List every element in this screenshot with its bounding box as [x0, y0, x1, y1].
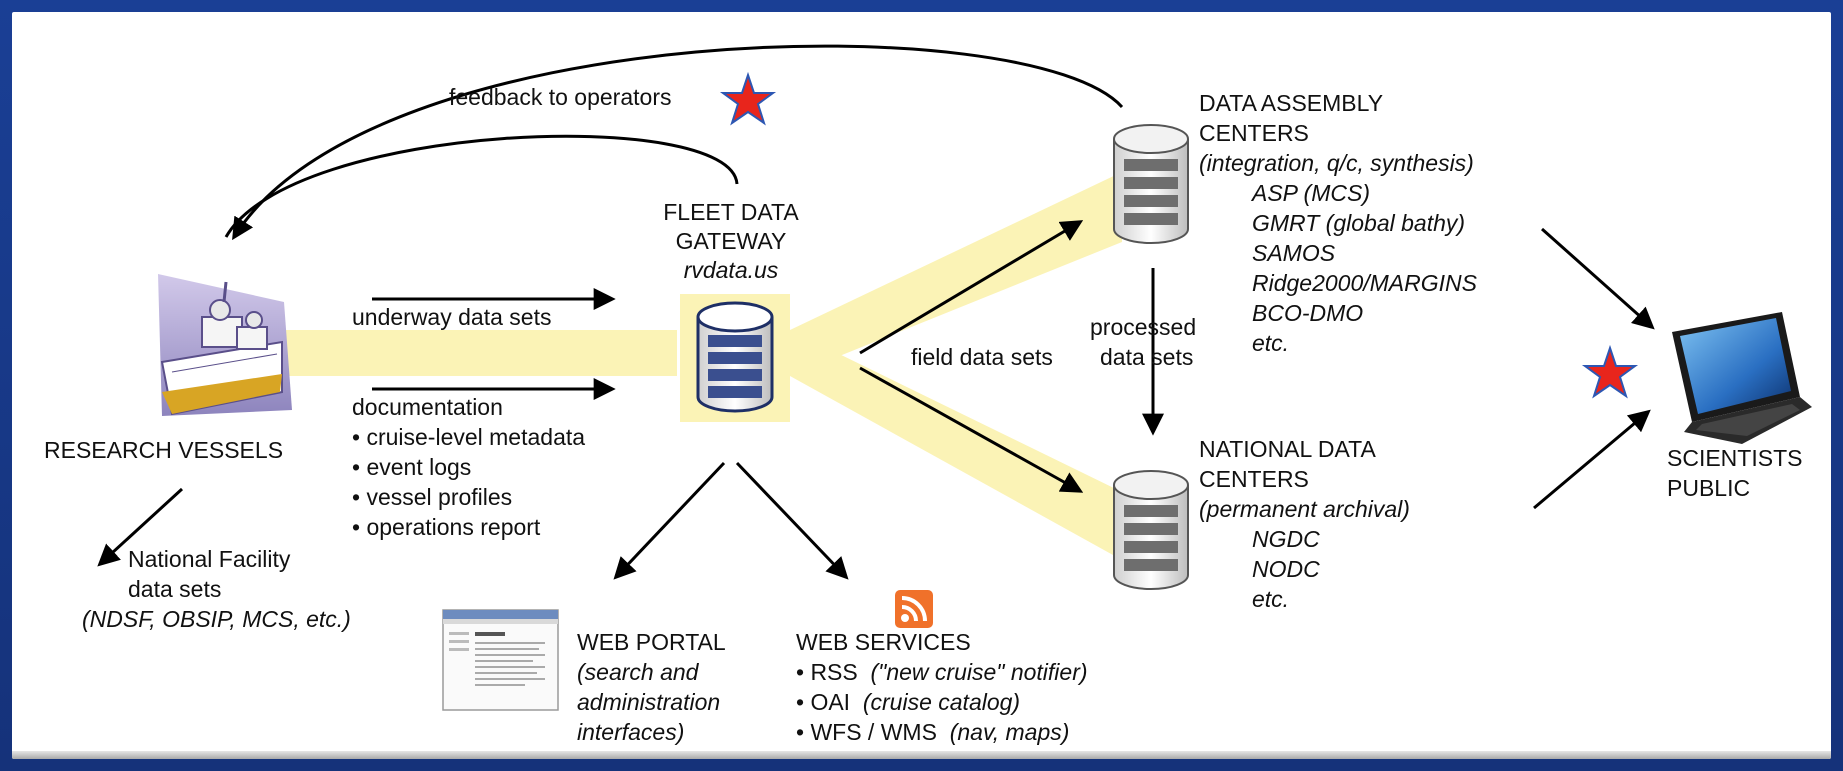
services-title: WEB SERVICES	[796, 629, 971, 655]
dac-subtitle: (integration, q/c, synthesis)	[1199, 150, 1474, 176]
services-item-desc: (nav, maps)	[949, 719, 1070, 745]
portal-line2: administration	[577, 689, 721, 715]
portal-line1: (search and	[577, 659, 699, 685]
facility-block: National Facility data sets (NDSF, OBSIP…	[82, 544, 351, 634]
dac-title-2: CENTERS	[1199, 120, 1309, 146]
documentation-item: • vessel profiles	[352, 484, 513, 510]
facility-line1: National Facility	[128, 546, 291, 572]
dac-block: DATA ASSEMBLY CENTERS (integration, q/c,…	[1199, 88, 1477, 358]
dac-item: ASP (MCS)	[1252, 180, 1370, 206]
services-item: • RSS ("new cruise" notifier)	[796, 657, 1088, 687]
documentation-item: • event logs	[352, 454, 472, 480]
database-icon	[1113, 470, 1189, 590]
facility-line2: data sets	[128, 576, 222, 602]
rss-icon	[895, 590, 933, 628]
feedback-arrow-inner	[224, 134, 739, 238]
database-icon	[696, 301, 774, 413]
dac-to-scientists-arrow	[1541, 227, 1655, 330]
dac-item: etc.	[1252, 330, 1290, 356]
laptop-icon	[1672, 312, 1812, 444]
facility-line3: (NDSF, OBSIP, MCS, etc.)	[82, 606, 351, 632]
ndc-to-scientists-arrow	[1533, 409, 1651, 510]
documentation-heading: documentation	[352, 394, 503, 420]
database-icon	[1113, 124, 1189, 244]
services-item: • WFS / WMS (nav, maps)	[796, 717, 1088, 747]
ndc-title-2: CENTERS	[1199, 466, 1309, 492]
dac-item: SAMOS	[1252, 240, 1336, 266]
gateway-title-1: FLEET DATA	[663, 199, 799, 225]
data-flow-diagram	[97, 44, 1812, 711]
portal-arrow	[613, 461, 726, 580]
arrows	[97, 220, 1655, 580]
ndc-title-1: NATIONAL DATA	[1199, 436, 1376, 462]
processed-line2: data sets	[1100, 344, 1194, 370]
diagram-panel: feedback to operators FLEET DATA GATEWAY…	[12, 12, 1831, 759]
ndc-subtitle: (permanent archival)	[1199, 496, 1410, 522]
scientists-line1: SCIENTISTS	[1667, 445, 1803, 471]
field-arrow-down	[859, 366, 1084, 493]
ndc-item: NODC	[1252, 556, 1320, 582]
services-item-desc: (cruise catalog)	[862, 689, 1021, 715]
field-label: field data sets	[911, 344, 1053, 370]
services-arrow	[735, 461, 849, 580]
facility-arrow	[97, 487, 184, 567]
documentation-block: documentation • cruise-level metadata • …	[352, 392, 585, 542]
portal-title: WEB PORTAL	[577, 629, 726, 655]
bottom-strip	[12, 751, 1831, 759]
vessel-to-gateway-band	[247, 330, 677, 376]
band-to-ndc	[790, 330, 1122, 560]
services-item-name: • WFS / WMS	[796, 719, 937, 745]
dac-item: BCO-DMO	[1252, 300, 1364, 326]
processed-line1: processed	[1090, 314, 1197, 340]
field-arrow-up	[859, 220, 1084, 355]
services-item-name: • OAI	[796, 689, 851, 715]
services-item: • OAI (cruise catalog)	[796, 687, 1088, 717]
ship-icon	[158, 274, 292, 416]
feedback-label: feedback to operators	[449, 84, 672, 110]
documentation-item: • operations report	[352, 514, 541, 540]
processed-block: processed data sets	[1090, 312, 1196, 372]
star-icon	[1581, 344, 1639, 399]
vessels-label: RESEARCH VESSELS	[44, 437, 284, 463]
band-to-dac	[790, 172, 1122, 376]
portal-block: WEB PORTAL (search and administration in…	[577, 627, 726, 747]
underway-label: underway data sets	[352, 304, 552, 330]
ndc-item: etc.	[1252, 586, 1290, 612]
dac-item: Ridge2000/MARGINS	[1252, 270, 1477, 296]
gateway-title-2: GATEWAY	[675, 228, 787, 254]
star-icon	[719, 71, 777, 126]
dac-item: GMRT (global bathy)	[1252, 210, 1466, 236]
scientists-line2: PUBLIC	[1667, 475, 1751, 501]
portal-line3: interfaces)	[577, 719, 685, 745]
services-item-desc: ("new cruise" notifier)	[870, 659, 1088, 685]
dac-title-1: DATA ASSEMBLY	[1199, 90, 1384, 116]
ndc-block: NATIONAL DATA CENTERS (permanent archiva…	[1199, 434, 1410, 614]
feedback-arrow-outer	[232, 44, 1124, 241]
documentation-item: • cruise-level metadata	[352, 424, 586, 450]
ndc-item: NGDC	[1252, 526, 1320, 552]
services-item-name: • RSS	[796, 659, 858, 685]
services-block: WEB SERVICES • RSS ("new cruise" notifie…	[796, 627, 1088, 747]
web-portal-thumbnail	[442, 609, 559, 711]
scientists-block: SCIENTISTS PUBLIC	[1667, 443, 1802, 503]
gateway-url: rvdata.us	[683, 257, 779, 283]
